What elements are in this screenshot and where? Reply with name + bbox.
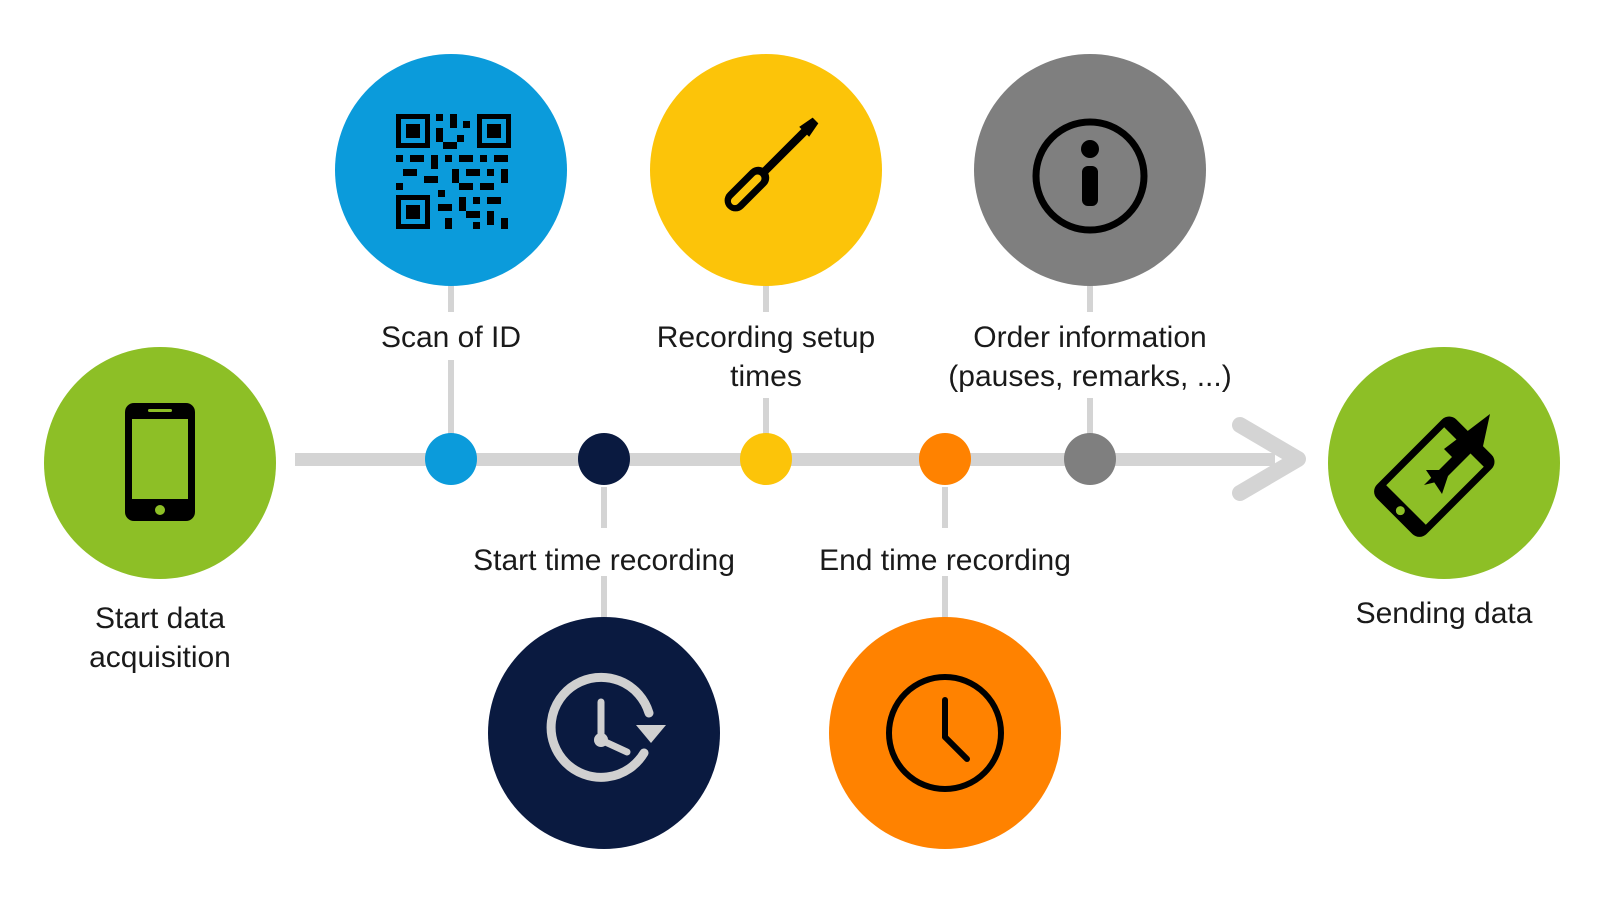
setup-label-line1: Recording setup: [656, 321, 876, 354]
qr-code-icon: [396, 114, 511, 229]
start-time-label-line1: Start time recording: [473, 544, 735, 577]
recording-setup-times-label: Recording setup times: [606, 318, 926, 396]
order-label-line1: Order information: [973, 321, 1207, 354]
clock-icon: [886, 674, 1004, 792]
scan-of-id-label: Scan of ID: [321, 318, 581, 357]
smartphone-icon: [125, 403, 195, 521]
timeline-dot-start-time: [578, 433, 630, 485]
sending-data-label: Sending data: [1314, 594, 1574, 633]
scan-label-line1: Scan of ID: [380, 321, 522, 354]
timeline-arrowhead: [1232, 417, 1306, 501]
start-label-line1: Start data: [94, 602, 226, 635]
start-data-acquisition-label: Start data acquisition: [40, 599, 280, 677]
scan-circle: [335, 54, 567, 286]
end-time-label-line1: End time recording: [819, 544, 1071, 577]
info-icon: [1032, 118, 1148, 234]
timeline-dot-scan: [425, 433, 477, 485]
connectors: [448, 285, 1093, 620]
screwdriver-icon: [724, 117, 819, 212]
start-label-line2: acquisition: [89, 641, 231, 674]
order-label-line2: (pauses, remarks, ...): [948, 360, 1232, 393]
phone-share-icon: [1374, 414, 1495, 537]
clock-refresh-icon: [546, 672, 666, 782]
order-information-label: Order information (pauses, remarks, ...): [900, 318, 1280, 396]
send-label-line1: Sending data: [1355, 597, 1533, 630]
setup-label-line2: times: [730, 360, 802, 393]
end-time-recording-label: End time recording: [785, 541, 1105, 580]
timeline-dot-setup: [740, 433, 792, 485]
timeline-dot-order: [1064, 433, 1116, 485]
timeline-dot-end-time: [919, 433, 971, 485]
start-time-recording-label: Start time recording: [434, 541, 774, 580]
